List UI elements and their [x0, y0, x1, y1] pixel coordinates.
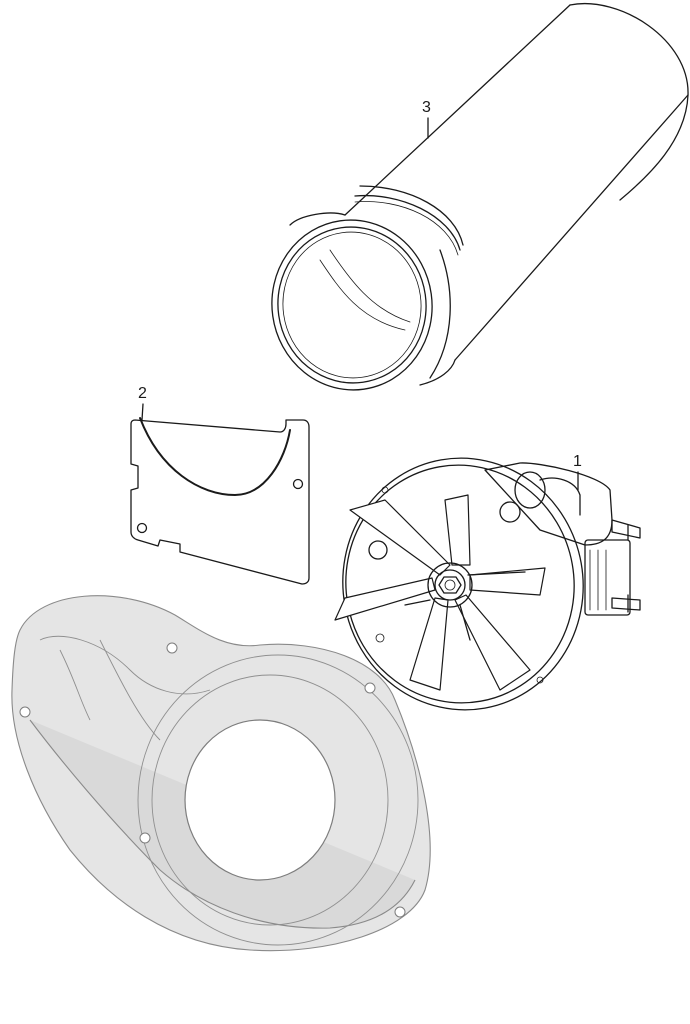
callout-2-leader — [141, 403, 144, 421]
callout-2-label: 2 — [138, 385, 147, 402]
callout-1-label: 1 — [573, 453, 582, 470]
callout-3-label: 3 — [422, 99, 431, 116]
part-3-exhaust-pipe: 3 — [271, 3, 689, 391]
part-1-fan-motor: 1 — [334, 453, 641, 711]
part-2-gasket-plate: 2 — [130, 385, 310, 585]
fan-housing-shell-ghosted — [11, 595, 431, 952]
